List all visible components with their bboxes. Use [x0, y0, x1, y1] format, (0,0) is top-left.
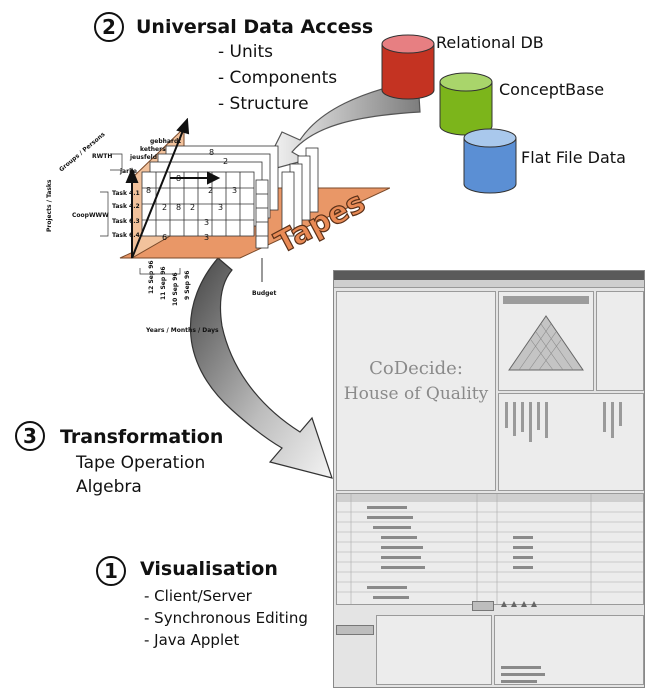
person-label: jeusfeld: [130, 154, 157, 161]
transformation-line-2: Algebra: [76, 477, 142, 497]
correlation-roof-panel: [498, 291, 594, 391]
arrow-icons: [501, 601, 537, 607]
transformation-line-1: Tape Operation: [76, 453, 206, 473]
tape-cube-diagram: Tapes: [100, 118, 390, 282]
bullet-units: - Units: [218, 42, 274, 62]
date-label: 11 Sep 96: [160, 266, 167, 300]
date-label: 12 Sep 96: [148, 260, 155, 294]
task-label: Task 6.4: [112, 232, 140, 239]
right-header-panel: [596, 291, 644, 391]
codecide-title: CoDecide:: [369, 358, 463, 379]
project-label: CoopWWW: [72, 212, 109, 219]
applet-screenshot: CoDecide: House of Quality: [333, 270, 645, 688]
cell-value: 2: [223, 157, 229, 166]
competitors-button[interactable]: [336, 625, 374, 635]
cell-value: 6: [162, 233, 168, 242]
cell-value: 8: [176, 174, 182, 183]
cell-value: 8: [146, 186, 152, 195]
bullet-synchronous-editing: - Synchronous Editing: [144, 609, 308, 627]
cell-value: 3: [218, 203, 224, 212]
cell-value: 3: [204, 233, 210, 242]
cell-value: 2: [208, 186, 214, 195]
requirements-matrix: [336, 493, 644, 605]
task-label: Task 6.3: [112, 218, 140, 225]
transformation-heading: Transformation: [60, 426, 224, 448]
bullet-client-server: - Client/Server: [144, 587, 252, 605]
time-axis-label: Years / Months / Days: [146, 327, 219, 334]
universal-data-access-heading: Universal Data Access: [136, 16, 374, 38]
task-label: Task 4.1: [112, 190, 140, 197]
bullet-java-applet: - Java Applet: [144, 631, 240, 649]
house-of-quality-title: House of Quality: [343, 384, 489, 404]
cell-value: 2: [190, 203, 196, 212]
window-titlebar: [334, 271, 644, 280]
task-label: Task 4.2: [112, 203, 140, 210]
window-menubar: [334, 280, 644, 288]
date-label: 9 Sep 96: [184, 270, 191, 300]
db-to-cube-arrow: [260, 79, 421, 173]
cube-to-screenshot-arrow: [189, 257, 333, 479]
title-panel: CoDecide: House of Quality: [336, 291, 496, 491]
step-2-badge: 2: [94, 12, 124, 42]
flat-file-data-label: Flat File Data: [521, 148, 626, 167]
conceptbase-icon: [439, 72, 493, 136]
relational-db-icon: [381, 34, 435, 100]
cell-value: 8: [176, 203, 182, 212]
person-label: jarke: [120, 168, 137, 175]
flat-file-data-icon: [463, 128, 517, 194]
tape-strips: [255, 147, 319, 249]
step-1-badge: 1: [96, 556, 126, 586]
group-label: RWTH: [92, 153, 113, 160]
competitors-panel: [376, 615, 492, 685]
bullet-components: - Components: [218, 68, 338, 88]
step-3-badge: 3: [15, 421, 45, 451]
cell-value: 2: [162, 203, 168, 212]
front-matrix: [141, 171, 255, 237]
column-headers-panel: [498, 393, 644, 491]
projects-tasks-axis-label: Projects / Tasks: [46, 179, 53, 232]
correlation-roof: [503, 296, 589, 371]
date-label: 10 Sep 96: [172, 272, 179, 306]
visualisation-heading: Visualisation: [140, 558, 278, 580]
lower-values-panel: [494, 615, 644, 685]
budget-label: Budget: [252, 290, 277, 297]
relational-db-label: Relational DB: [436, 33, 544, 52]
conceptbase-label: ConceptBase: [499, 80, 605, 99]
database-cylinders: [381, 34, 517, 194]
person-label: gebhardt: [150, 138, 182, 145]
cell-value: 8: [209, 148, 215, 157]
add-button[interactable]: [472, 601, 494, 611]
bullet-structure: - Structure: [218, 94, 309, 114]
person-label: kethers: [140, 146, 166, 153]
cell-value: 3: [204, 218, 210, 227]
cell-value: 3: [232, 186, 238, 195]
